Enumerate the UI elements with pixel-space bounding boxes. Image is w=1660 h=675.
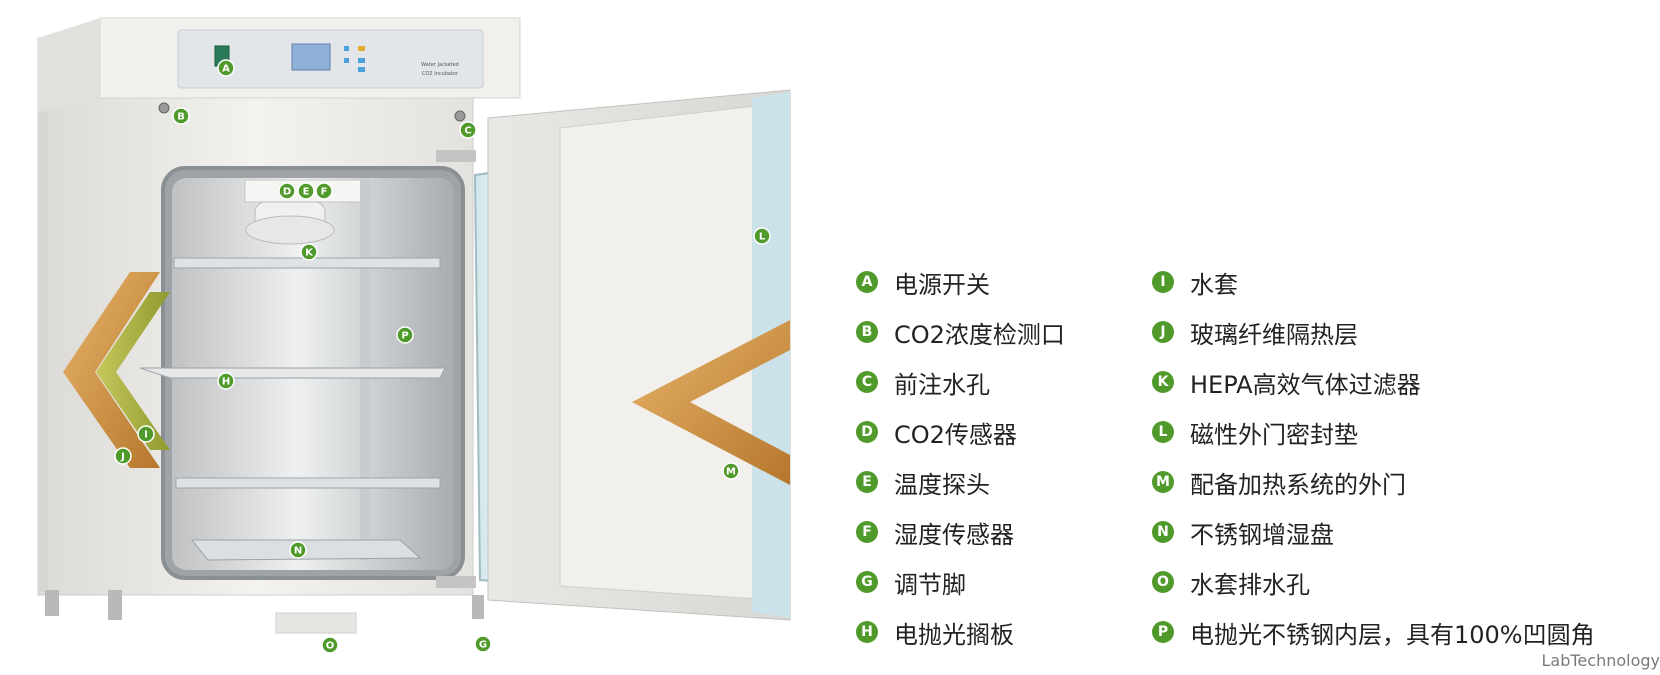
legend-label: 水套 [1190,265,1238,300]
legend-item: C 前注水孔 [856,357,1065,407]
part-marker-letter: F [321,187,328,198]
legend-item: D CO2传感器 [856,407,1065,457]
part-marker-letter: L [759,232,766,243]
marker-badge: E [856,471,878,493]
part-marker-j: J [115,448,131,464]
marker-badge: H [856,621,878,643]
marker-badge: A [856,271,878,293]
part-marker-h: H [218,373,234,389]
legend-item: M 配备加热系统的外门 [1152,457,1595,507]
part-marker-o: O [322,637,338,653]
marker-badge: O [1152,571,1174,593]
part-marker-letter: M [726,467,736,478]
part-marker-m: M [723,463,739,479]
legend-label: 前注水孔 [894,365,990,400]
marker-badge: K [1152,371,1174,393]
marker-badge: B [856,321,878,343]
part-marker-a: A [218,60,234,76]
part-marker-p: P [397,327,413,343]
marker-badge: C [856,371,878,393]
legend-label: 湿度传感器 [894,515,1014,550]
part-marker-letter: J [120,452,125,463]
legend-label: 电源开关 [894,265,990,300]
part-marker-letter: A [222,64,230,75]
credit-watermark: LabTechnology [1542,651,1660,670]
legend-item: F 湿度传感器 [856,507,1065,557]
marker-badge: F [856,521,878,543]
legend-label: CO2浓度检测口 [894,315,1065,350]
leveling-foot [45,590,59,616]
part-marker-c: C [460,122,476,138]
marker-badge: G [856,571,878,593]
legend-item: N 不锈钢增湿盘 [1152,507,1595,557]
legend-label: 磁性外门密封垫 [1190,415,1358,450]
part-marker-k: K [301,244,317,260]
part-marker-l: L [754,228,770,244]
part-marker-d: D [279,183,295,199]
part-marker-letter: C [464,126,471,137]
legend-label: 电抛光搁板 [894,615,1014,650]
part-marker-letter: G [479,640,487,651]
part-marker-i: I [138,426,154,442]
part-marker-letter: E [303,187,310,198]
part-marker-g: G [475,636,491,652]
legend-item: J 玻璃纤维隔热层 [1152,307,1595,357]
legend-item: P 电抛光不锈钢内层，具有100%凹圆角 [1152,607,1595,657]
marker-badge: D [856,421,878,443]
legend-item: I 水套 [1152,257,1595,307]
marker-badge: P [1152,621,1174,643]
marker-badge: I [1152,271,1174,293]
part-marker-f: F [316,183,332,199]
part-marker-letter: K [305,248,314,259]
legend-item: O 水套排水孔 [1152,557,1595,607]
legend-item: A 电源开关 [856,257,1065,307]
legend-label: 水套排水孔 [1190,565,1310,600]
marker-badge: L [1152,421,1174,443]
legend-item: B CO2浓度检测口 [856,307,1065,357]
marker-badge: J [1152,321,1174,343]
legend-label: 调节脚 [894,565,966,600]
legend-label: 不锈钢增湿盘 [1190,515,1334,550]
legend-item: H 电抛光搁板 [856,607,1065,657]
panel-text-1: Water Jacketed [421,62,459,68]
part-marker-b: B [173,108,189,124]
legend-right-column: I 水套 J 玻璃纤维隔热层 K HEPA高效气体过滤器 L 磁性外门密封垫 M 配备加热… [1152,257,1595,657]
part-marker-letter: I [144,430,148,441]
legend-label: 温度探头 [894,465,990,500]
legend-label: 玻璃纤维隔热层 [1190,315,1358,350]
legend-label: 电抛光不锈钢内层，具有100%凹圆角 [1190,615,1595,650]
panel-text-2: CO2 Incubator [422,71,459,77]
part-marker-letter: N [294,546,302,557]
legend-left-column: A 电源开关 B CO2浓度检测口 C 前注水孔 D CO2传感器 E 温度探头 F 湿度传… [856,257,1065,657]
part-marker-n: N [290,542,306,558]
part-marker-letter: O [326,641,335,652]
part-marker-letter: B [177,112,185,123]
legend-item: K HEPA高效气体过滤器 [1152,357,1595,407]
part-marker-e: E [298,183,314,199]
control-display [292,44,330,70]
legend-item: E 温度探头 [856,457,1065,507]
part-marker-letter: H [222,377,230,388]
part-marker-letter: P [401,331,408,342]
legend-label: CO2传感器 [894,415,1017,450]
legend-item: G 调节脚 [856,557,1065,607]
marker-badge: M [1152,471,1174,493]
part-marker-letter: D [283,187,291,198]
marker-badge: N [1152,521,1174,543]
legend-item: L 磁性外门密封垫 [1152,407,1595,457]
legend-label: HEPA高效气体过滤器 [1190,365,1421,400]
leveling-foot [472,595,484,619]
leveling-foot [108,590,122,620]
legend-label: 配备加热系统的外门 [1190,465,1406,500]
